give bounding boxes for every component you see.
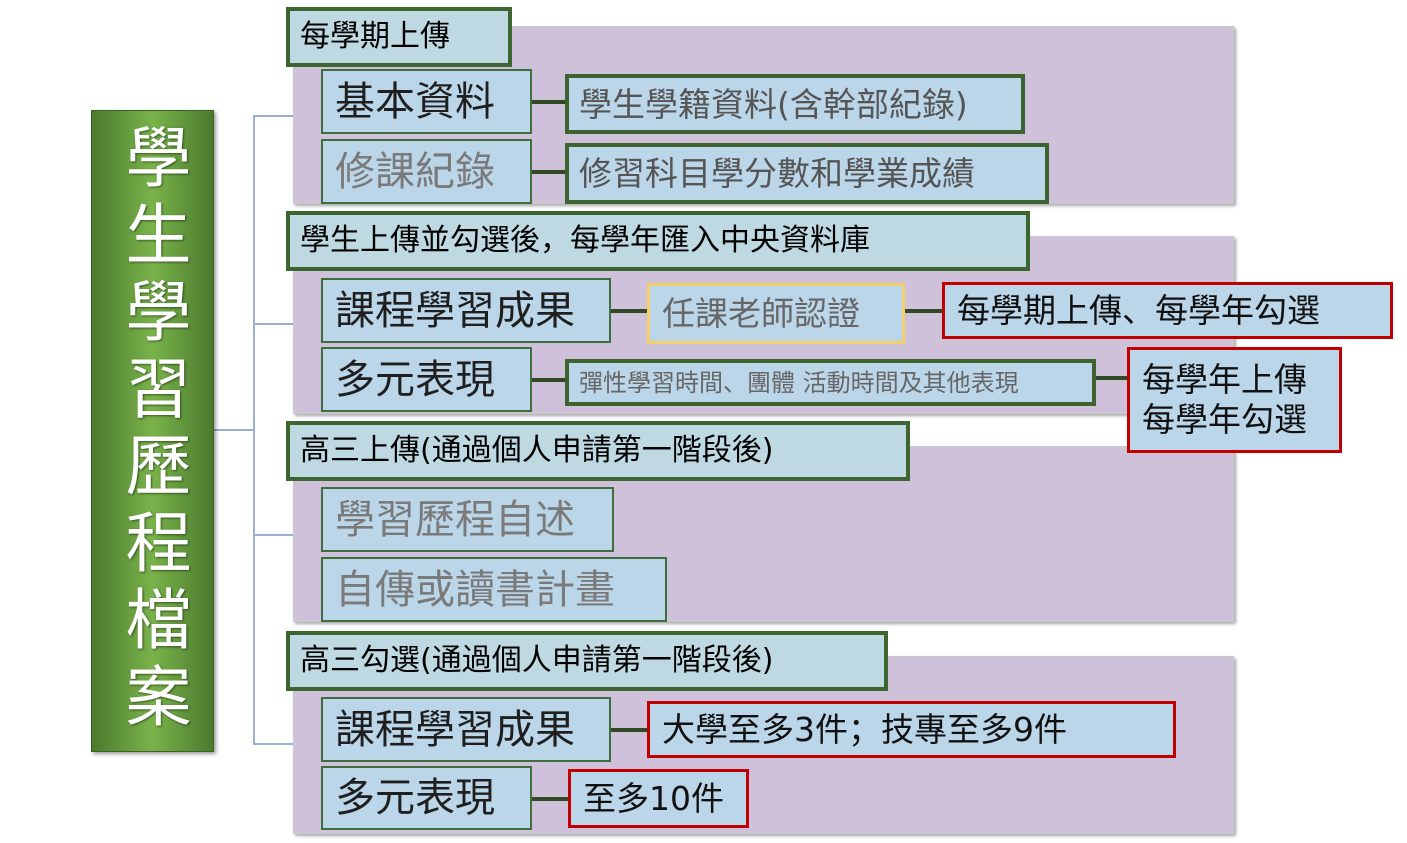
root-node: 學生學習歷程檔案 [91,110,214,752]
note-line-1: 每學年上傳 [1142,360,1307,400]
item-course-record: 修課紀錄 [321,139,532,204]
connector-line [905,309,943,313]
item-label: 基本資料 [335,78,495,125]
detail-enrollment: 學生學籍資料(含幹部紀錄) [565,74,1025,134]
item-course-outcomes: 課程學習成果 [321,278,611,343]
root-label: 學生學習歷程檔案 [114,123,192,739]
section-header-1: 每學期上傳 [286,7,512,67]
item-diverse-performance-select: 多元表現 [321,766,532,830]
item-label: 多元表現 [335,356,495,403]
item-label: 多元表現 [335,775,495,821]
note-yearly-upload-select: 每學年上傳 每學年勾選 [1127,347,1342,453]
note-line-2: 每學年勾選 [1142,400,1307,439]
tree-stem [214,429,254,431]
tree-branch-4 [253,743,293,745]
tree-branch-3 [253,534,293,536]
note-label: 每學期上傳、每學年勾選 [957,291,1320,330]
note-label: 至多10件 [583,779,724,818]
tree-branch-1 [253,115,293,117]
detail-label: 修習科目學分數和學業成績 [579,154,975,193]
section-header-3: 高三上傳(通過個人申請第一階段後) [286,421,910,481]
connector-line [611,728,648,732]
item-basic-data: 基本資料 [321,69,532,134]
tree-branch-2 [253,323,293,325]
item-label: 自傳或讀書計畫 [335,566,615,613]
connector-line [532,378,566,382]
tree-spine [253,115,255,745]
detail-label: 彈性學習時間、團體 活動時間及其他表現 [579,368,1019,397]
connector-line [611,309,648,313]
connector-line [532,797,569,801]
item-self-statement: 學習歷程自述 [321,487,614,552]
note-diverse-limit: 至多10件 [568,769,749,828]
item-label: 修課紀錄 [335,148,495,195]
detail-teacher-certify: 任課老師認證 [647,283,905,344]
item-autobiography-plan: 自傳或讀書計畫 [321,557,667,622]
section-header-2: 學生上傳並勾選後，每學年匯入中央資料庫 [286,211,1030,271]
item-diverse-performance: 多元表現 [321,347,532,412]
note-label: 大學至多3件；技專至多9件 [662,710,1067,749]
connector-line [1096,376,1128,380]
detail-label: 學生學籍資料(含幹部紀錄) [579,84,968,124]
section-header-4: 高三勾選(通過個人申請第一階段後) [286,631,888,691]
item-label: 課程學習成果 [335,287,575,334]
detail-credits-grades: 修習科目學分數和學業成績 [565,143,1049,204]
item-course-outcomes-select: 課程學習成果 [321,697,611,762]
item-label: 學習歷程自述 [335,496,575,543]
note-upload-select: 每學期上傳、每學年勾選 [942,282,1393,339]
connector-line [532,100,566,104]
item-label: 課程學習成果 [335,706,575,753]
note-course-limit: 大學至多3件；技專至多9件 [647,701,1176,758]
connector-line [532,170,566,174]
detail-label: 任課老師認證 [662,294,860,333]
detail-flexible-activities: 彈性學習時間、團體 活動時間及其他表現 [565,359,1096,406]
